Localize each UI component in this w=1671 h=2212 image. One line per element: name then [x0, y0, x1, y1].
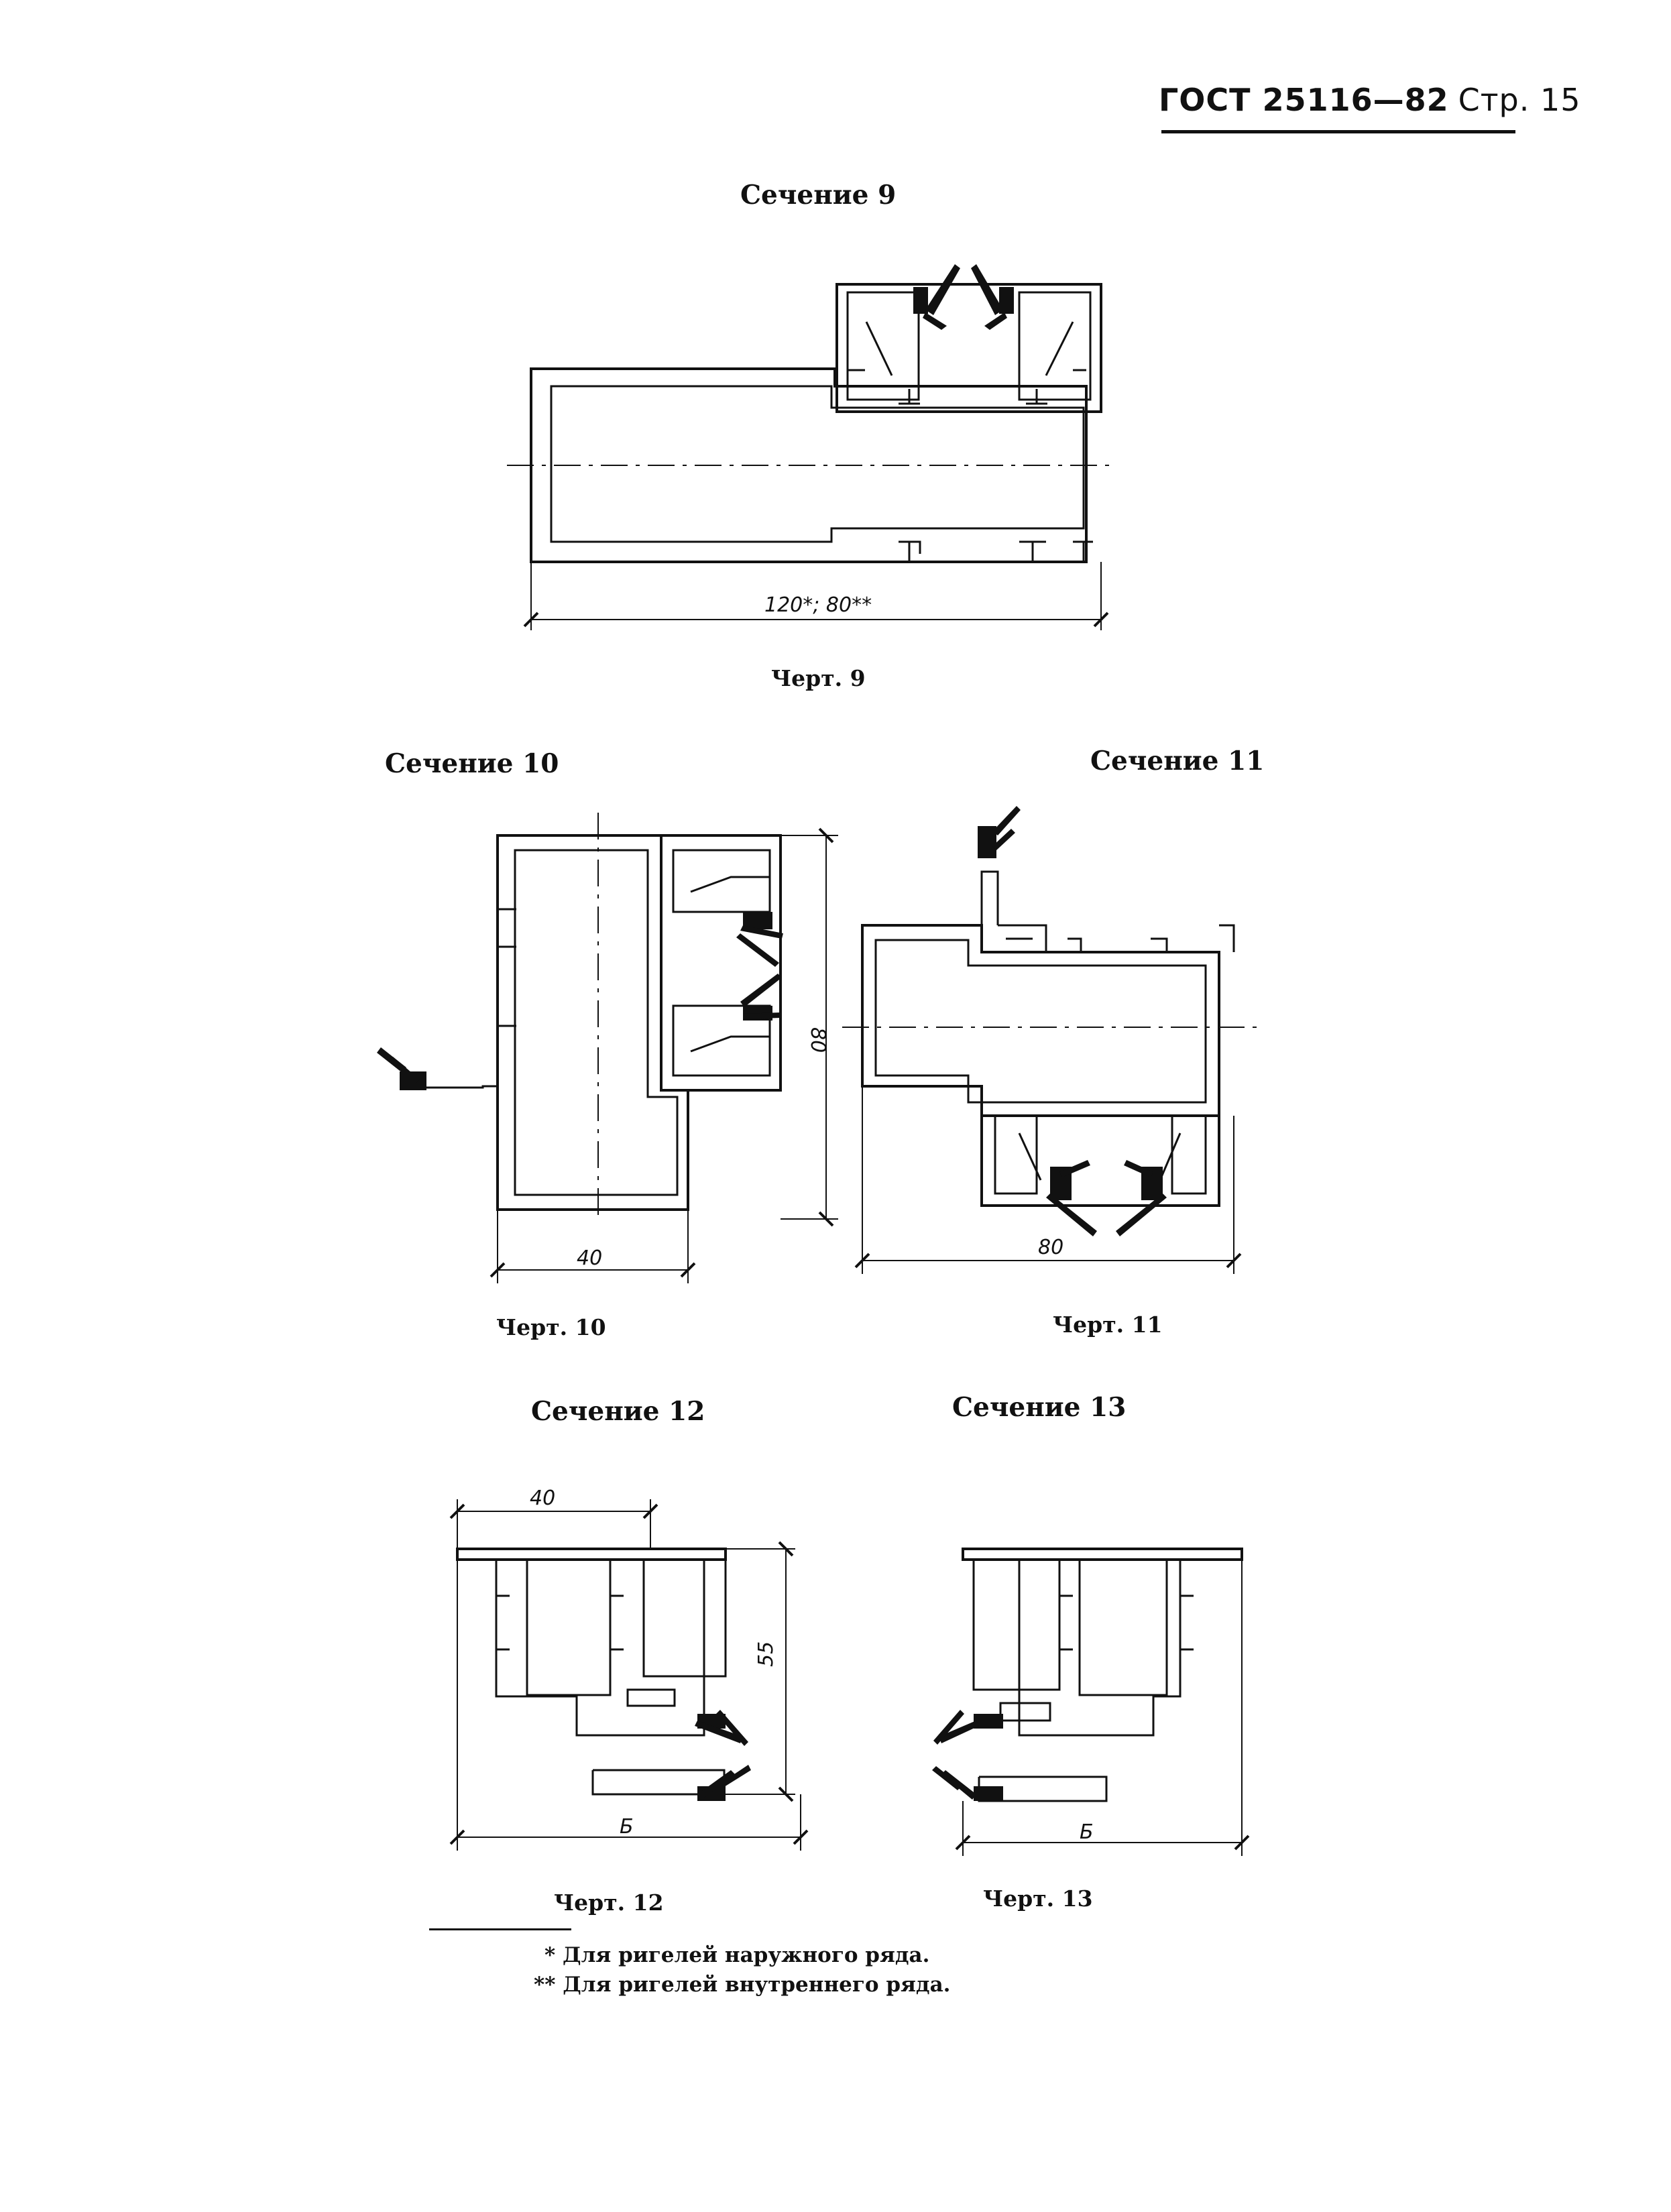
section-13-width-label: Б [1080, 1820, 1094, 1844]
section-12-top-label: 40 [530, 1487, 555, 1510]
figure-9-caption: Черт. 9 [771, 665, 866, 691]
figure-11-caption: Черт. 11 [1053, 1312, 1163, 1338]
footnote-1: * Для ригелей наружного ряда. [544, 1943, 930, 1967]
section-13-drawing [932, 1548, 1250, 1856]
page-number: Стр. 15 [1458, 82, 1581, 118]
figure-13-caption: Черт. 13 [983, 1885, 1093, 1912]
section-12-drawing [449, 1499, 809, 1851]
section-13-title: Сечение 13 [952, 1392, 1127, 1423]
section-11-width-label: 80 [1038, 1236, 1063, 1259]
section-10-width-label: 40 [577, 1246, 602, 1270]
section-9-drawing [507, 264, 1113, 630]
section-12-height-label: 55 [754, 1641, 778, 1667]
section-12-width-label: Б [620, 1815, 634, 1839]
section-9-title: Сечение 9 [740, 180, 897, 211]
document-code: ГОСТ 25116—82 [1159, 82, 1449, 118]
footnote-rule [429, 1928, 571, 1930]
section-10-drawing [377, 813, 838, 1283]
footnote-2: ** Для ригелей внутреннего ряда. [534, 1973, 951, 1997]
section-10-height-label: 80 [806, 1027, 829, 1053]
section-11-drawing [842, 806, 1261, 1274]
figure-12-caption: Черт. 12 [554, 1889, 664, 1916]
section-12-title: Сечение 12 [531, 1396, 705, 1427]
section-11-title: Сечение 11 [1090, 746, 1265, 776]
header-rule [1161, 130, 1515, 133]
figure-10-caption: Черт. 10 [496, 1314, 606, 1340]
section-10-title: Сечение 10 [385, 748, 559, 779]
section-9-dimension-label: 120*; 80** [764, 593, 872, 617]
